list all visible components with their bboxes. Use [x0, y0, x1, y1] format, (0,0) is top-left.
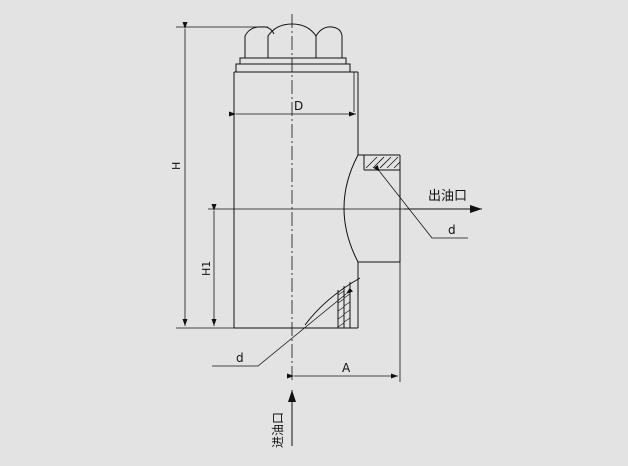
- outlet-port: [343, 154, 401, 263]
- dim-h-label: H: [170, 162, 183, 170]
- dim-a-label: A: [342, 361, 351, 375]
- dim-d-right-leader: [373, 164, 468, 239]
- outlet-hatching: [365, 156, 401, 169]
- dim-a: [287, 262, 401, 382]
- dim-h: [176, 22, 268, 329]
- dim-d-bottom-label: d: [236, 351, 244, 365]
- intersection-curve: [343, 154, 359, 263]
- dim-d-top-label: D: [294, 99, 303, 113]
- dim-h1-label: H1: [200, 261, 213, 276]
- inlet-label: 进油口: [271, 412, 285, 448]
- dim-d-bottom-leader: [212, 287, 354, 367]
- outlet-label: 出油口: [428, 189, 467, 204]
- hex-nut: [235, 23, 351, 73]
- inlet-drilling: [304, 277, 361, 328]
- dim-d-right-label: d: [448, 223, 456, 237]
